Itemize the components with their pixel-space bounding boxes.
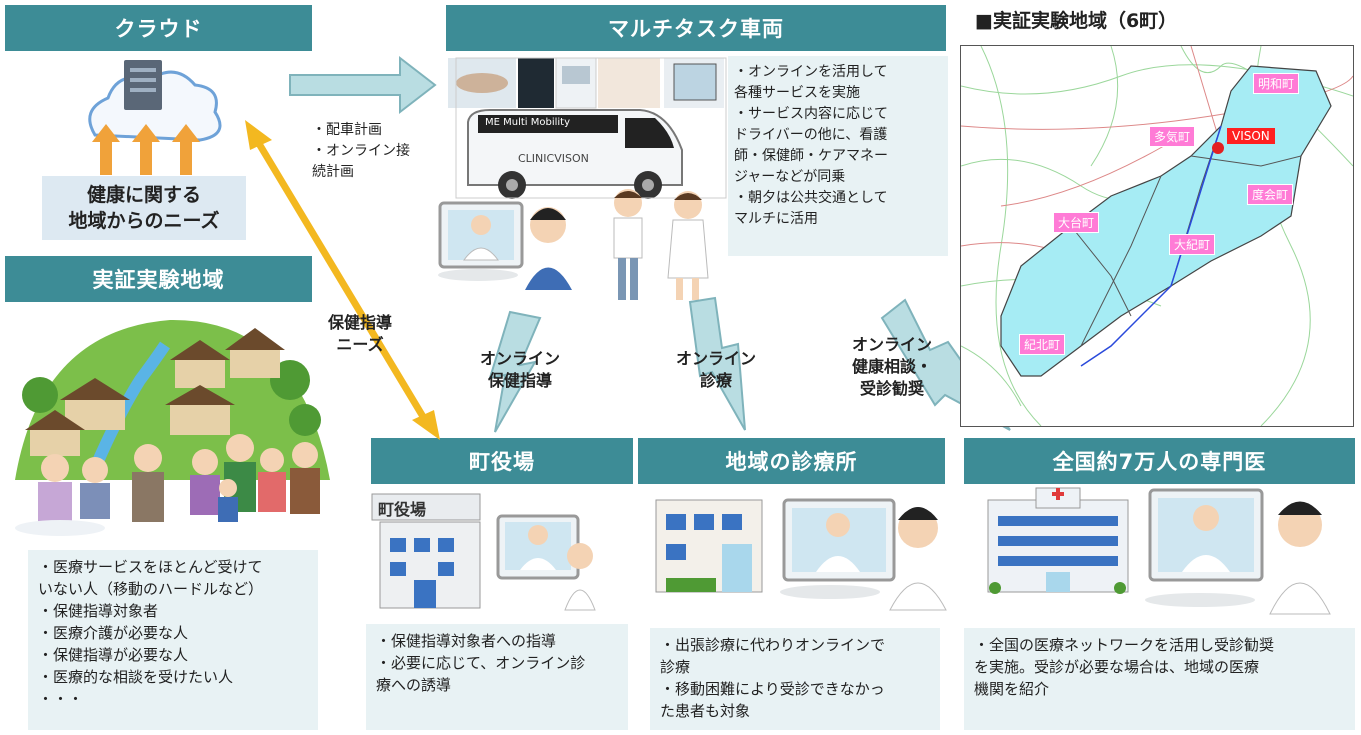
map-town-5: 大紀町	[1169, 234, 1216, 255]
townhall-sign: 町役場	[378, 500, 427, 519]
region-target-list: ・医療サービスをほとんど受けて いない人（移動のハードルなど） ・保健指導対象者…	[28, 550, 318, 730]
dispatch-plan-text: ・配車計画 ・オンライン接 続計画	[312, 122, 410, 180]
lightning-arrow-health	[488, 310, 542, 433]
staff-illustration	[613, 189, 709, 300]
needs-double-arrow	[245, 120, 440, 440]
vehicle-description: ・オンラインを活用して 各種サービスを実施 ・サービス内容に応じて ドライバーの…	[728, 56, 948, 256]
consultation-label: オンライン 健康相談・ 受診勧奨	[852, 335, 933, 398]
trial-area-map: 明和町 多気町 VISON 度会町 大台町 大紀町 紀北町	[960, 45, 1354, 427]
hospital-illustration	[987, 487, 1331, 615]
header-cloud: クラウド	[5, 5, 312, 51]
map-graphics	[961, 46, 1353, 426]
header-vehicle: マルチタスク車両	[446, 5, 946, 51]
van-image	[467, 109, 683, 199]
server-icon	[124, 60, 162, 110]
map-town-3: 度会町	[1247, 184, 1294, 205]
map-town-2: 多気町	[1149, 126, 1196, 147]
clinic-illustration	[655, 498, 947, 611]
townhall-illustration	[371, 493, 596, 611]
village-illustration	[15, 319, 330, 536]
map-title: ■実証実験地域（6町）	[975, 10, 1178, 32]
map-town-4: 大台町	[1053, 212, 1100, 233]
header-townhall: 町役場	[371, 438, 633, 484]
online-doctor-illustration	[438, 201, 572, 290]
health-guidance-label: オンライン 保健指導	[480, 349, 561, 390]
map-town-1: 明和町	[1253, 73, 1300, 94]
clinic-description: ・出張診療に代わりオンラインで 診療 ・移動困難により受診できなかっ た患者も対…	[650, 628, 940, 730]
header-specialist: 全国約7万人の専門医	[964, 438, 1355, 484]
map-town-6: 紀北町	[1019, 334, 1066, 355]
regional-needs-box: 健康に関する 地域からのニーズ	[42, 176, 246, 240]
header-clinic: 地域の診療所	[638, 438, 945, 484]
header-region: 実証実験地域	[5, 256, 312, 302]
lightning-arrow-medical	[688, 296, 746, 431]
device-photos	[448, 57, 724, 109]
van-banner-text: ME Multi Mobility	[485, 117, 571, 128]
cloud-to-vehicle-arrow	[289, 55, 437, 115]
medical-care-label: オンライン 診療	[676, 349, 757, 390]
specialist-description: ・全国の医療ネットワークを活用し受診勧奨 を実施。受診が必要な場合は、地域の医療…	[964, 628, 1355, 730]
upload-arrows	[92, 124, 200, 175]
needs-arrow-label: 保健指導 ニーズ	[328, 313, 393, 354]
vison-marker-dot	[1212, 142, 1224, 154]
map-marker-vison: VISON	[1227, 128, 1275, 144]
van-side-text: CLINICVISON	[518, 152, 589, 165]
townhall-description: ・保健指導対象者への指導 ・必要に応じて、オンライン診 療への誘導	[366, 624, 628, 730]
trial-area-region	[1000, 65, 1332, 377]
